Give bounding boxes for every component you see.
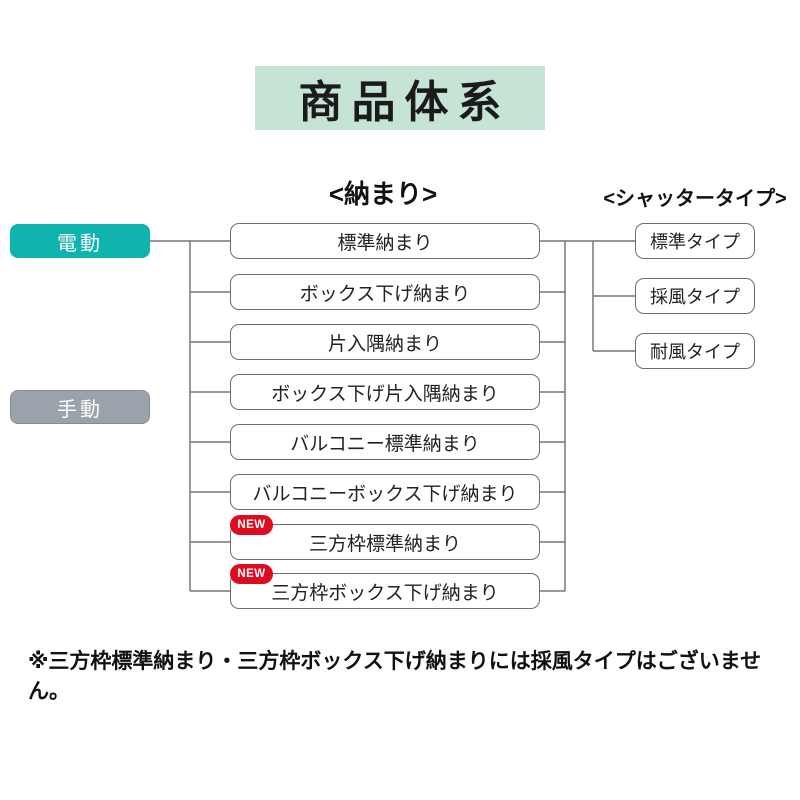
page-title: 商品体系 xyxy=(255,66,545,130)
osamari-box-balcony-standard: バルコニー標準納まり xyxy=(230,424,540,460)
shutter-type-box-ventilation: 採風タイプ xyxy=(635,278,755,314)
osamari-box-box-lowered-corner: ボックス下げ片入隅納まり xyxy=(230,374,540,410)
osamari-box-label: 三方枠ボックス下げ納まり xyxy=(271,582,499,604)
footnote: ※三方枠標準納まり・三方枠ボックス下げ納まりには採風タイプはございません。 xyxy=(28,650,762,703)
new-badge: NEW xyxy=(230,564,273,584)
osamari-box-threeway-standard: NEW 三方枠標準納まり xyxy=(230,515,540,560)
electric-drive-label: 電動 xyxy=(10,224,150,258)
column-header-osamari: <納まり> xyxy=(328,179,438,209)
new-badge: NEW xyxy=(230,515,273,535)
column-header-shutter-type: <シャッタータイプ> xyxy=(603,188,787,210)
shutter-type-box-wind-resistant: 耐風タイプ xyxy=(635,333,755,369)
osamari-box-standard: 標準納まり xyxy=(230,223,540,259)
shutter-type-box-standard: 標準タイプ xyxy=(635,223,755,259)
osamari-box-threeway-box-lowered: NEW 三方枠ボックス下げ納まり xyxy=(230,564,540,609)
manual-drive-label: 手動 xyxy=(10,390,150,424)
osamari-box-corner: 片入隅納まり xyxy=(230,324,540,360)
osamari-box-label: 三方枠標準納まり xyxy=(308,533,461,555)
osamari-box-balcony-box-lowered: バルコニーボックス下げ納まり xyxy=(230,474,540,510)
osamari-box-box-lowered: ボックス下げ納まり xyxy=(230,274,540,310)
